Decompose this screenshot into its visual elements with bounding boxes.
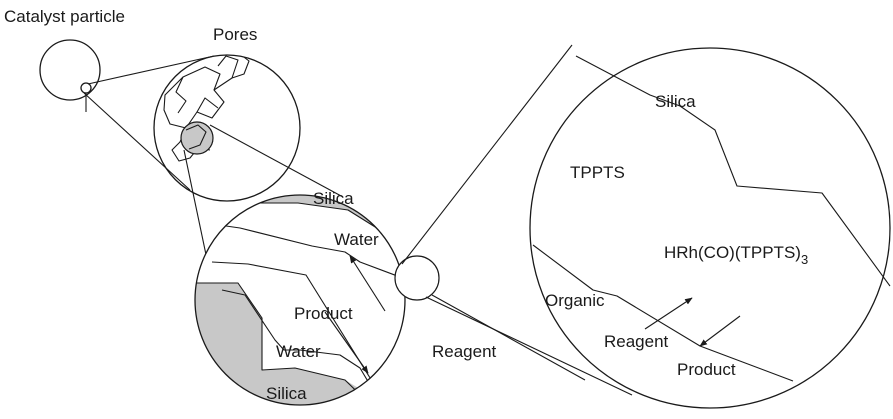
label-catalyst-particle: Catalyst particle (4, 7, 125, 26)
product-arrow-middle (324, 311, 369, 374)
pore-highlight-edge (185, 124, 207, 150)
interface-zoom-marker (394, 255, 440, 301)
label-water-middle-bottom: Water (276, 342, 321, 361)
label-complex-main: HRh(CO)(TPPTS) (664, 243, 801, 262)
pores-view (153, 54, 301, 202)
product-arrow-large (699, 315, 741, 347)
particle-circle (39, 39, 101, 101)
label-pores: Pores (213, 25, 257, 44)
water-organic-interface-line (532, 244, 794, 382)
large-circle (529, 47, 891, 409)
label-product-middle: Product (294, 304, 353, 323)
pores-circle (153, 54, 301, 202)
label-complex-subscript: 3 (801, 252, 808, 267)
middle-circle (194, 194, 406, 406)
label-reagent-middle: Reagent (432, 342, 497, 361)
label-reagent-large: Reagent (604, 332, 669, 351)
label-complex: HRh(CO)(TPPTS)3 (664, 243, 808, 267)
zoom-lines-particle-to-pores (83, 55, 215, 191)
label-organic: Organic (545, 291, 605, 310)
catalyst-particle (39, 39, 101, 112)
label-tppts: TPPTS (570, 163, 625, 182)
label-product-large: Product (677, 360, 736, 379)
silica-interface-line (575, 55, 891, 287)
silica-region-bottom (195, 283, 376, 405)
label-silica-large: Silica (655, 92, 696, 111)
zoom-lines-middle-to-large (401, 44, 633, 396)
label-silica-middle-bottom: Silica (266, 384, 307, 403)
pore-magnified-view (194, 194, 440, 406)
particle-zoom-marker (80, 82, 92, 94)
reagent-arrow-large (644, 297, 693, 330)
interface-magnified-view (529, 47, 891, 409)
label-silica-middle-top: Silica (313, 189, 354, 208)
pore-highlight (180, 121, 214, 155)
reagent-arrow-middle (349, 255, 386, 312)
label-water-middle-top: Water (334, 230, 379, 249)
